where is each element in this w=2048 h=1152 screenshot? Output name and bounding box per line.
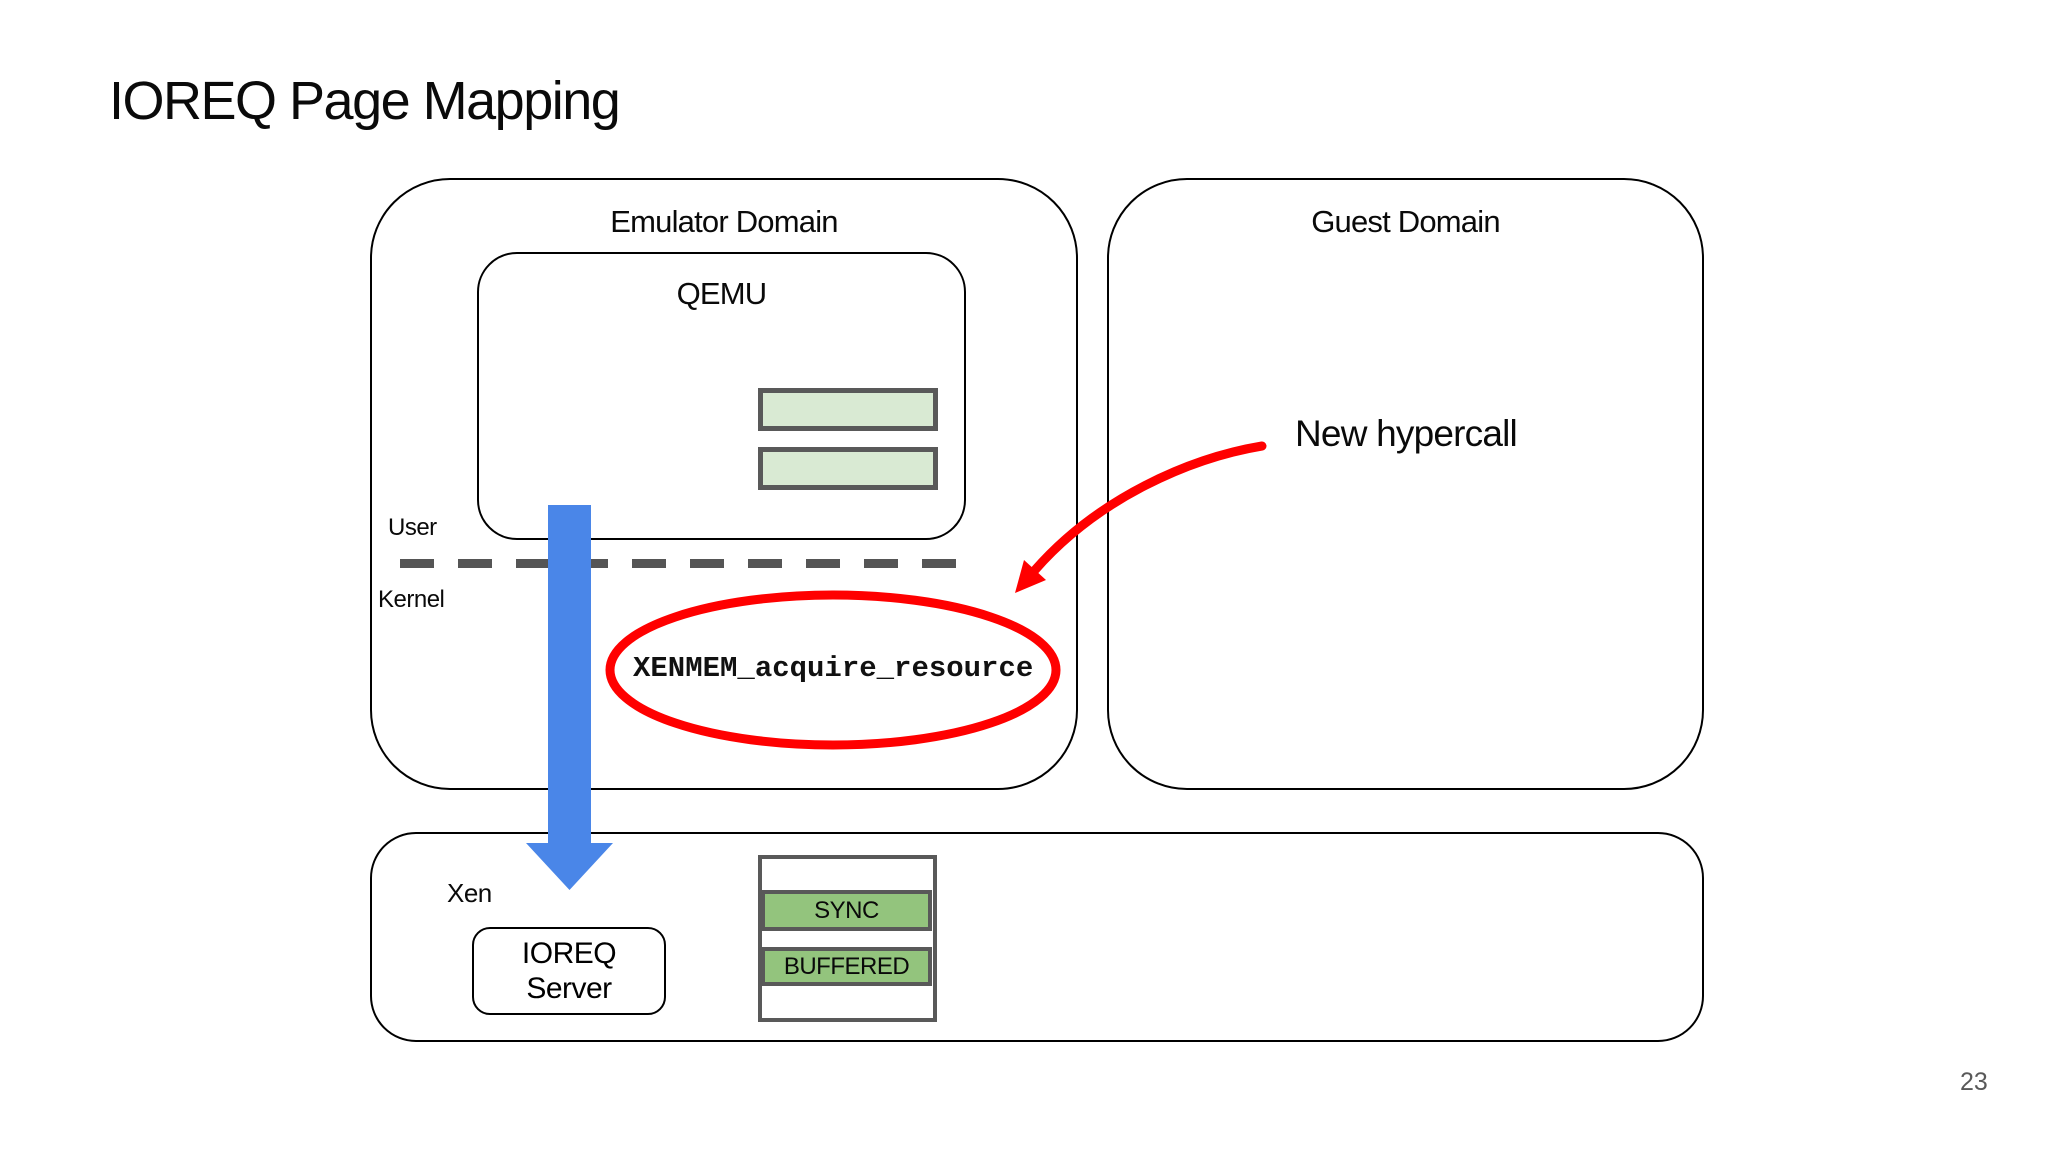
emulator-domain-label: Emulator Domain xyxy=(610,204,838,239)
ioreq-page-slot-1 xyxy=(758,388,938,431)
kernel-space-label: Kernel xyxy=(378,586,445,613)
xen-label: Xen xyxy=(447,878,492,908)
qemu-label: QEMU xyxy=(676,276,768,311)
buffered-row: BUFFERED xyxy=(761,947,932,986)
ioreq-server-label-line1: IOREQ xyxy=(521,937,617,970)
sync-row: SYNC xyxy=(761,890,932,931)
ioreq-server-box: IOREQ Server xyxy=(472,927,666,1015)
qemu-box: QEMU xyxy=(477,252,966,540)
hypercall-name: XENMEM_acquire_resource xyxy=(633,652,1034,685)
guest-domain-box: Guest Domain xyxy=(1107,178,1704,790)
page-title: IOREQ Page Mapping xyxy=(109,71,621,131)
new-hypercall-annotation: New hypercall xyxy=(1295,413,1518,454)
guest-domain-label: Guest Domain xyxy=(1311,204,1500,239)
page-number: 23 xyxy=(1960,1068,1988,1096)
ioreq-page-stack: SYNC BUFFERED xyxy=(758,855,937,1022)
ioreq-page-slot-2 xyxy=(758,447,938,490)
user-space-label: User xyxy=(388,514,437,541)
user-kernel-divider xyxy=(400,559,970,568)
ioreq-server-label-line2: Server xyxy=(526,972,612,1005)
